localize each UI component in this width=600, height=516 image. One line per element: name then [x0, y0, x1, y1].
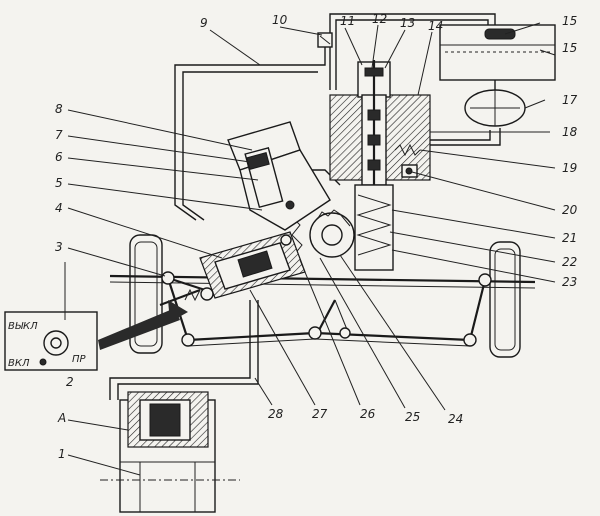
label-10: 10 [272, 13, 288, 27]
power-cylinder [159, 231, 306, 307]
left-tie-rod-joint [181, 333, 195, 347]
label-27: 27 [312, 407, 328, 421]
label-24: 24 [448, 412, 463, 426]
label-28: 28 [268, 407, 284, 421]
label-23: 23 [562, 275, 577, 289]
label-1: 1 [58, 447, 66, 461]
right-pivot-joint [478, 273, 492, 287]
switch-off-label: ВЫКЛ [8, 321, 38, 332]
label-14: 14 [428, 19, 443, 33]
switch-right-label: ПР [72, 354, 87, 365]
label-11: 11 [340, 14, 355, 28]
label-22: 22 [562, 255, 577, 269]
center-tie-rod-joint [308, 326, 322, 340]
right-tie-rod-joint [463, 333, 477, 347]
label-15-filter: 15 [562, 14, 577, 28]
left-pivot-joint [161, 271, 175, 285]
label-18: 18 [562, 125, 578, 139]
reservoir-filter [484, 28, 516, 40]
leader-lines [64, 22, 556, 476]
label-2: 2 [66, 375, 74, 389]
label-7: 7 [55, 128, 63, 142]
oil-reservoir [439, 24, 556, 81]
label-17: 17 [562, 93, 578, 107]
label-6: 6 [55, 150, 63, 164]
label-25: 25 [405, 410, 420, 424]
callout-labels: 9 10 11 12 13 14 15 15 17 18 19 20 21 22… [8, 12, 578, 461]
right-wheel [489, 241, 521, 358]
pump-drive-unit [100, 391, 240, 513]
mode-switch-panel [4, 300, 188, 371]
switch-on-label: ВКЛ [8, 358, 30, 369]
control-valve [329, 60, 431, 270]
pressure-relief-valve [317, 32, 333, 48]
label-12: 12 [372, 12, 387, 26]
steering-gear [289, 184, 394, 271]
label-26: 26 [360, 407, 376, 421]
label-19: 19 [562, 161, 577, 175]
label-15-reservoir: 15 [562, 41, 577, 55]
label-13: 13 [400, 16, 415, 30]
label-A: А [57, 411, 66, 425]
label-4: 4 [55, 201, 63, 215]
label-3: 3 [55, 240, 63, 254]
label-8: 8 [55, 102, 63, 116]
label-21: 21 [562, 231, 577, 245]
hydraulic-pump [464, 80, 526, 127]
steering-column-housing [227, 121, 331, 231]
label-9: 9 [200, 16, 208, 30]
label-20: 20 [562, 203, 578, 217]
label-5: 5 [55, 176, 63, 190]
